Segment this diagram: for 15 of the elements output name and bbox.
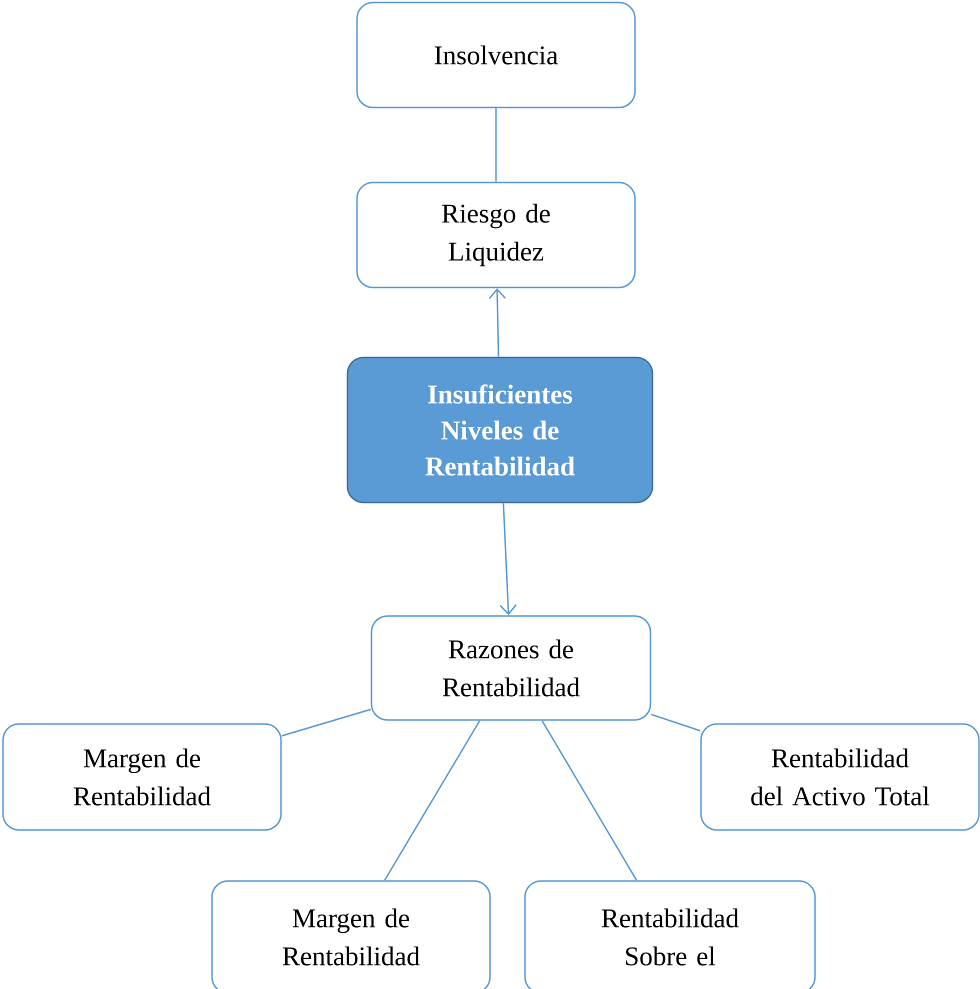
connector-line [495, 108, 497, 182]
rounded-box: Insolvencia [356, 2, 636, 108]
connector-line [541, 720, 638, 881]
rounded-box: Margen de Rentabilidad [2, 723, 282, 831]
arrow [488, 288, 506, 357]
rounded-box: Riesgo de Liquidez [356, 182, 636, 288]
rounded-box: Rentabilidad del Activo Total [700, 723, 980, 831]
rounded-box: Margen de Rentabilidad [211, 880, 491, 989]
arrow [500, 503, 517, 616]
rounded-box: Razones de Rentabilidad [370, 615, 652, 721]
rounded-box: Rentabilidad Sobre el [524, 880, 816, 989]
highlighted-box: Insuficientes Niveles de Rentabilidad [346, 356, 654, 504]
connector-line [651, 714, 700, 732]
connector-line [384, 720, 480, 881]
connector-line [282, 708, 371, 737]
